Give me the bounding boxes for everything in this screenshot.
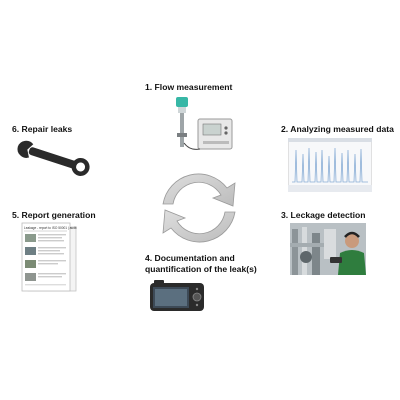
report-header: Leakage - report to ISO 50001 | audit: [24, 226, 77, 230]
camera-icon: [150, 280, 204, 311]
valve: [300, 251, 312, 263]
worker-head: [345, 234, 359, 248]
cable: [183, 142, 201, 150]
chart-footer: [288, 185, 372, 192]
report-text-line: [38, 273, 66, 275]
report-photo: [25, 234, 36, 242]
display-screen: [202, 123, 222, 136]
sensor-rod: [180, 113, 184, 147]
report-text-line: [25, 284, 66, 286]
headphones-icon: [344, 231, 360, 238]
report-text-line: [38, 237, 62, 239]
report-text-line: [38, 253, 64, 255]
camera-button: [195, 303, 199, 307]
step-6-label: 6. Repair leaks: [12, 124, 73, 134]
display-button: [224, 126, 228, 130]
wrench-ring-hole: [76, 162, 86, 172]
leak-detection-photo: [290, 223, 366, 275]
report-text-line: [38, 250, 60, 252]
report-photo: [25, 273, 36, 281]
report-text-line: [38, 260, 66, 262]
report-text-line: [38, 234, 66, 236]
report-text-line: [38, 240, 64, 242]
display-button: [224, 131, 228, 135]
sensor-head: [176, 97, 188, 107]
cycle-arrow-top: [162, 173, 236, 207]
report-text-line: [38, 263, 58, 265]
detector-device: [330, 257, 342, 263]
step-4-label-line-2: quantification of the leak(s): [145, 264, 257, 274]
pipe: [292, 229, 298, 275]
step-4-label: 4. Documentation and quantification of t…: [145, 253, 257, 275]
step-1-label: 1. Flow measurement: [145, 82, 233, 92]
step-4-label-line-1: 4. Documentation and: [145, 253, 235, 263]
wrench-open-end: [17, 140, 34, 158]
camera-top: [154, 280, 164, 285]
wrench-icon: [17, 140, 90, 176]
camera-button: [195, 287, 199, 291]
cycle-arrow-bottom: [162, 209, 236, 243]
report-photo: [25, 260, 36, 268]
pipe: [290, 243, 330, 247]
pipe: [302, 227, 307, 275]
step-5-label: 5. Report generation: [12, 210, 96, 220]
report-photo: [25, 247, 36, 255]
flow-meter-icon: [176, 97, 233, 150]
report-document-icon: Leakage - report to ISO 50001 | audit: [21, 222, 77, 292]
chart-frame: [288, 138, 372, 192]
step-2-label: 2. Analyzing measured data: [281, 124, 394, 134]
display-panel: [203, 141, 229, 144]
report-text-line: [38, 247, 66, 249]
chart-series-line: [292, 147, 368, 183]
step-3-label: 3. Leckage detection: [281, 210, 366, 220]
sensor-neck: [178, 107, 186, 113]
report-text-line: [38, 276, 62, 278]
wrench-handle: [28, 147, 78, 169]
panel: [324, 229, 336, 259]
worker-jacket: [338, 250, 366, 275]
camera-dial: [192, 292, 202, 302]
data-chart-screenshot: [288, 138, 372, 192]
pipe: [312, 233, 320, 275]
cycle-arrows-icon: [162, 173, 236, 243]
chart-toolbar: [288, 138, 372, 142]
sensor-nut: [177, 133, 187, 137]
camera-screen-image: [155, 289, 187, 306]
